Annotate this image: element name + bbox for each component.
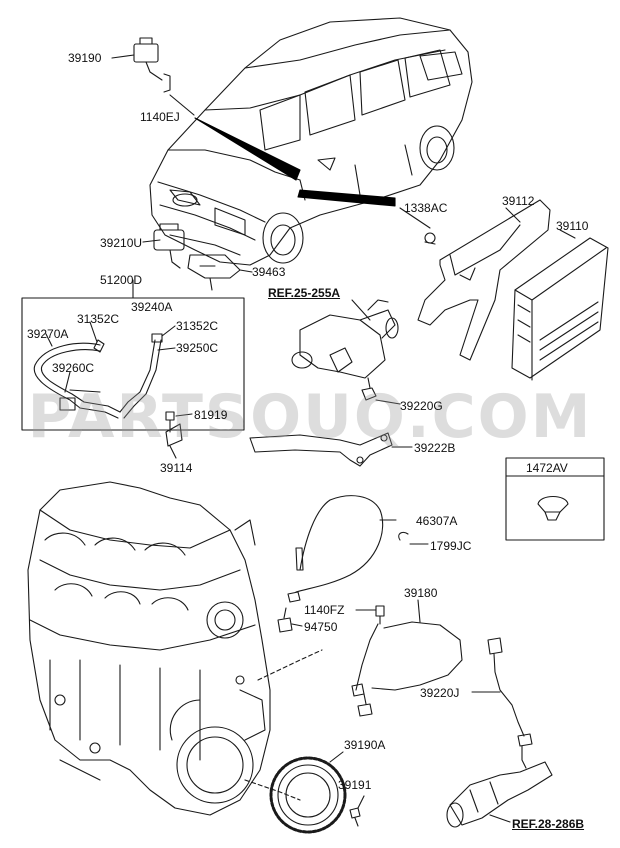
label-31352c-left[interactable]: 31352C bbox=[77, 312, 120, 326]
label-39180[interactable]: 39180 bbox=[404, 586, 438, 600]
label-1472av[interactable]: 1472AV bbox=[526, 461, 568, 475]
harness-39180 bbox=[351, 599, 463, 717]
label-46307a[interactable]: 46307A bbox=[416, 514, 458, 528]
ecu-bracket bbox=[417, 199, 551, 361]
label-39260c[interactable]: 39260C bbox=[52, 361, 95, 375]
clip-1799jc bbox=[398, 531, 409, 541]
label-39222b[interactable]: 39222B bbox=[414, 441, 456, 455]
label-39463[interactable]: 39463 bbox=[252, 265, 286, 279]
leader-wedge-ecu bbox=[297, 189, 396, 207]
label-ref-25-255a[interactable]: REF.25-255A bbox=[268, 286, 341, 300]
sensor-cable-46307a bbox=[287, 495, 397, 603]
label-39110[interactable]: 39110 bbox=[556, 219, 589, 233]
dashed-guide-2 bbox=[244, 779, 301, 801]
label-39220j[interactable]: 39220J bbox=[420, 686, 460, 700]
label-39112[interactable]: 39112 bbox=[502, 194, 535, 208]
label-39210u[interactable]: 39210U bbox=[100, 236, 143, 250]
label-39250c[interactable]: 39250C bbox=[176, 341, 219, 355]
part-box-1472av bbox=[505, 457, 605, 541]
label-39270a[interactable]: 39270A bbox=[27, 327, 69, 341]
screw-39191 bbox=[349, 795, 365, 827]
label-39220g[interactable]: 39220G bbox=[400, 399, 443, 413]
oxygen-sensor-39220j bbox=[471, 637, 533, 769]
dashed-guide-1 bbox=[257, 649, 323, 681]
bolt-bracket bbox=[165, 411, 193, 459]
vehicle-drawing bbox=[149, 17, 473, 266]
catalytic-converter bbox=[446, 761, 553, 828]
leader-wedge-engine-bay bbox=[194, 117, 301, 181]
label-ref-28-286b[interactable]: REF.28-286B bbox=[512, 817, 585, 831]
sensor-39190 bbox=[111, 37, 171, 93]
clip-1472av bbox=[537, 495, 569, 521]
engine-block-drawing bbox=[27, 481, 271, 816]
watermark-text: PARTSOUQ.COM bbox=[27, 382, 593, 452]
label-39190[interactable]: 39190 bbox=[68, 51, 102, 65]
label-39114[interactable]: 39114 bbox=[160, 461, 193, 475]
tone-wheel bbox=[269, 751, 347, 834]
temp-sensor bbox=[361, 377, 401, 405]
label-1140ej[interactable]: 1140EJ bbox=[140, 110, 180, 124]
label-39190a[interactable]: 39190A bbox=[344, 738, 386, 752]
label-51200d[interactable]: 51200D bbox=[100, 273, 143, 287]
label-1799jc[interactable]: 1799JC bbox=[430, 539, 472, 553]
vacuum-hoses bbox=[33, 333, 163, 419]
map-sensor-assembly bbox=[142, 223, 253, 291]
sensor-bracket bbox=[249, 432, 413, 467]
label-39191[interactable]: 39191 bbox=[338, 778, 372, 792]
sensor-94750 bbox=[277, 607, 303, 633]
coolant-housing bbox=[291, 299, 399, 379]
label-81919[interactable]: 81919 bbox=[194, 408, 228, 422]
label-31352c-right[interactable]: 31352C bbox=[176, 319, 219, 333]
label-1140fz[interactable]: 1140FZ bbox=[304, 603, 345, 617]
ecu-box bbox=[511, 237, 609, 381]
label-1338ac[interactable]: 1338AC bbox=[404, 201, 448, 215]
label-39240a[interactable]: 39240A bbox=[131, 300, 173, 314]
bolt-1140fz bbox=[355, 605, 385, 625]
label-94750[interactable]: 94750 bbox=[304, 620, 338, 634]
